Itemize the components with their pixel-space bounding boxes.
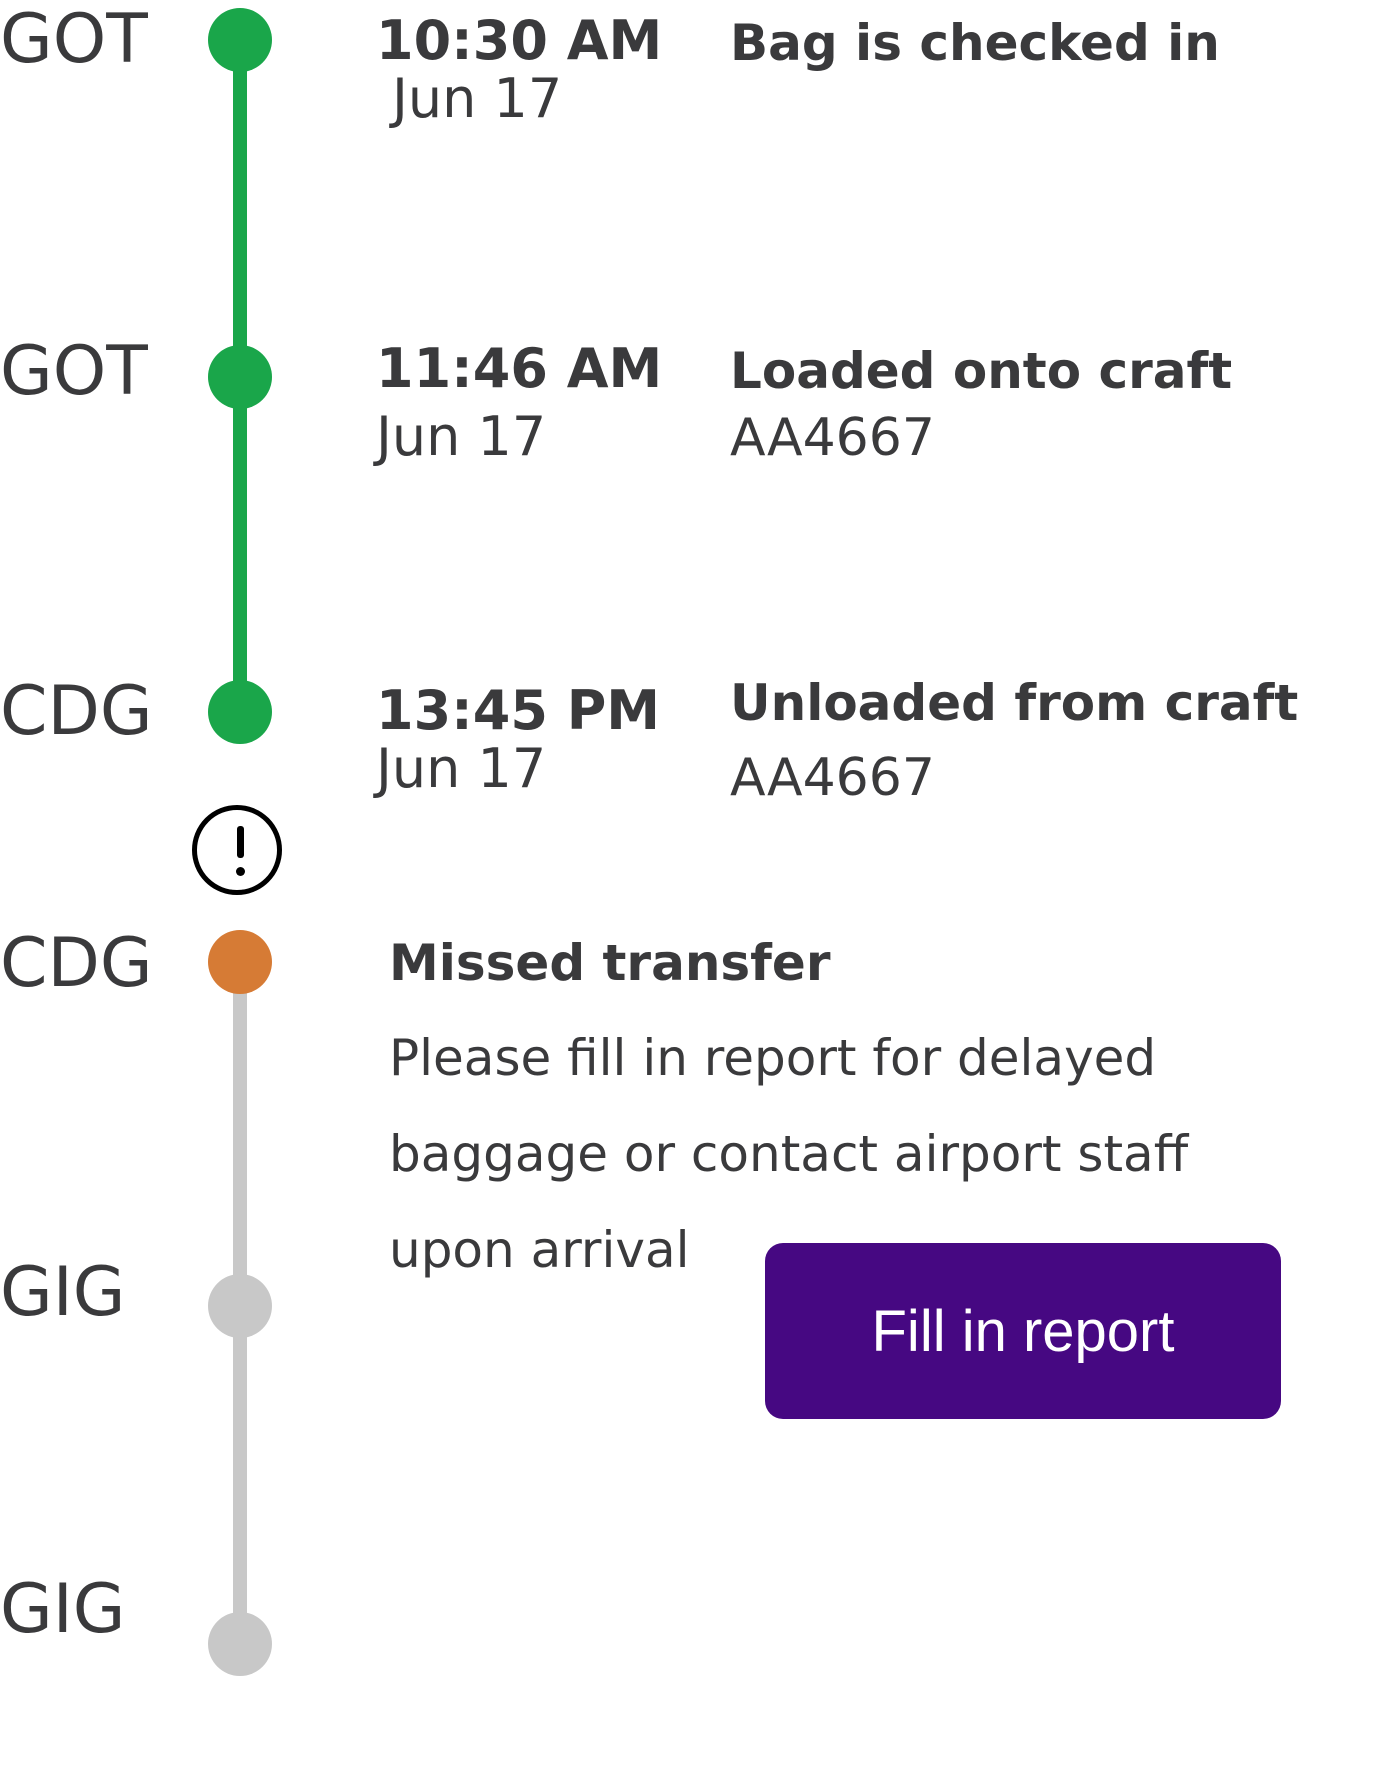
event-time: 11:46 AM	[376, 337, 663, 400]
airport-code: CDG	[0, 672, 153, 751]
event-date: Jun 17	[392, 67, 563, 130]
timeline-dot-pending	[208, 1612, 272, 1676]
airport-code: GOT	[0, 332, 148, 411]
event-description: Bag is checked in	[730, 14, 1220, 72]
exclamation-bar	[237, 826, 244, 858]
event-date: Jun 17	[376, 405, 547, 468]
event-time: 13:45 PM	[376, 679, 661, 742]
timeline-dot-pending	[208, 1274, 272, 1338]
event-description: Unloaded from craft	[730, 674, 1299, 732]
missed-transfer-message: Please fill in report for delayed baggag…	[389, 1029, 1189, 1279]
flight-number: AA4667	[730, 408, 935, 468]
event-date: Jun 17	[376, 737, 547, 800]
exclamation-dot	[236, 867, 245, 876]
fill-in-report-button[interactable]: Fill in report	[765, 1243, 1281, 1419]
airport-code: CDG	[0, 924, 153, 1003]
timeline-dot-completed	[208, 680, 272, 744]
event-time: 10:30 AM	[376, 9, 663, 72]
exclamation-circle-icon	[192, 805, 282, 895]
airport-code: GOT	[0, 0, 148, 79]
missed-transfer-title: Missed transfer	[389, 934, 831, 992]
event-description: Loaded onto craft	[730, 342, 1233, 400]
timeline-dot-warning	[208, 930, 272, 994]
flight-number: AA4667	[730, 748, 935, 808]
timeline-dot-completed	[208, 8, 272, 72]
timeline-dot-completed	[208, 345, 272, 409]
airport-code: GIG	[0, 1570, 126, 1649]
airport-code: GIG	[0, 1253, 126, 1332]
